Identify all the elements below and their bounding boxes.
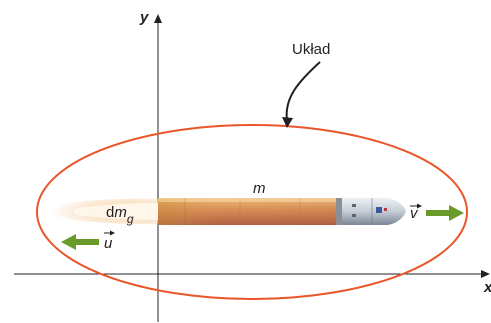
system-pointer-arrow	[287, 62, 320, 121]
velocity-group: v	[410, 204, 464, 223]
y-axis-arrowhead	[154, 14, 162, 23]
x-axis-arrowhead	[481, 270, 490, 278]
exhaust-velocity-group: u	[61, 231, 115, 253]
rocket-nose-cone	[342, 198, 406, 225]
rocket-illustration	[158, 198, 406, 225]
exhaust-velocity-label: u	[104, 235, 113, 252]
y-axis-label: y	[139, 9, 149, 26]
exhaust-velocity-arrow	[61, 234, 99, 250]
x-axis-label: x	[483, 279, 491, 296]
axes: y x	[14, 9, 491, 322]
mass-label: m	[253, 180, 266, 197]
system-label: Układ	[292, 41, 330, 58]
velocity-arrow	[426, 205, 464, 221]
exhaust-plume	[46, 199, 160, 224]
